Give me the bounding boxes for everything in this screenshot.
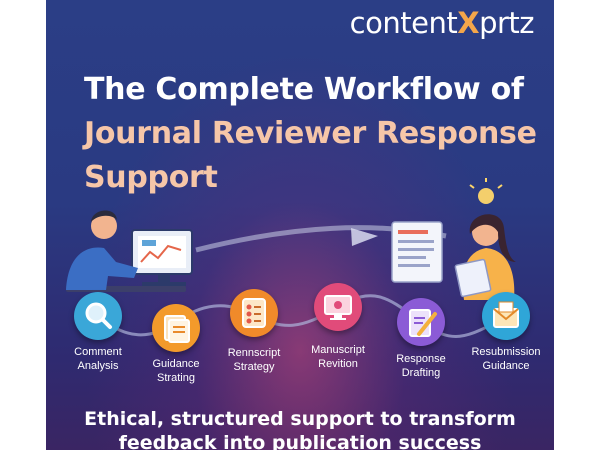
step-4-monitor-icon	[314, 283, 362, 331]
reviewer-illustration	[391, 178, 516, 300]
step-2-label: Guidance Strating	[152, 358, 200, 384]
step-5-pen-paper-icon	[397, 298, 445, 346]
headline-line-3: Support	[84, 160, 218, 195]
logo-text-x: X	[457, 6, 480, 40]
contentxprtz-logo: contentXprtz	[349, 6, 535, 40]
tagline-line-2: feedback into publication success	[118, 432, 482, 450]
step-6-label: Resubmission Guidance	[471, 346, 541, 372]
step-5-label: Response Drafting	[396, 353, 446, 379]
logo-text-content: content	[349, 6, 458, 40]
logo-text-prtz: prtz	[479, 6, 534, 40]
step-6-envelope-icon	[482, 292, 530, 340]
step-3-label: Rennscript Strategy	[227, 347, 281, 373]
step-1-magnifier-icon	[74, 292, 122, 340]
arrow-head-icon	[351, 228, 378, 246]
infographic-canvas: contentXprtz The Complete Workflow of Jo…	[46, 0, 554, 450]
tagline-line-1: Ethical, structured support to transform	[84, 408, 516, 430]
step-2-document-stack-icon	[152, 304, 200, 352]
lightbulb-icon	[478, 188, 494, 204]
step-4-label: Manuscript Revition	[311, 344, 365, 370]
step-1-label: Comment Analysis	[74, 346, 122, 372]
headline-line-1: The Complete Workflow of	[84, 72, 524, 107]
workflow-scene	[66, 178, 516, 338]
step-3-checklist-icon	[230, 289, 278, 337]
headline-line-2: Journal Reviewer Response	[84, 116, 537, 151]
analyst-illustration	[66, 210, 193, 292]
